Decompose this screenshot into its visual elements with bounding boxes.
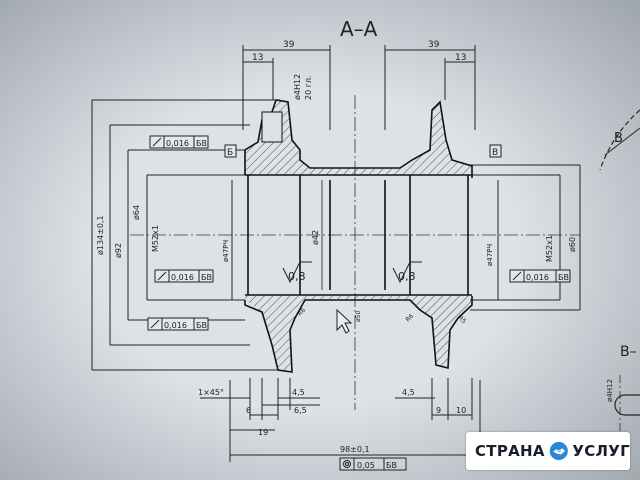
view-b-label: B	[614, 131, 623, 146]
dim-chamfer: 1×45°	[198, 388, 224, 397]
datum-right: В	[492, 148, 498, 158]
dim-right-inner: 13	[455, 53, 466, 63]
roughness-right: 0,8	[398, 270, 416, 283]
dim-left-outer: 39	[283, 40, 295, 50]
svg-text:БВ: БВ	[201, 273, 212, 282]
handshake-icon	[549, 441, 568, 461]
dim-od-60: ø60	[568, 237, 577, 252]
datum-left: Б	[227, 148, 233, 158]
watermark-badge: СТРАНА УСЛУГ	[466, 432, 630, 470]
svg-text:0,016: 0,016	[164, 321, 187, 330]
radius-1: R6	[296, 307, 307, 318]
hole-note-2: 20 гл.	[304, 75, 313, 100]
tolerance-frame-3: 0,016 БВ	[147, 317, 209, 331]
svg-text:0,016: 0,016	[526, 273, 549, 282]
dim-thread-left: M52х1	[151, 225, 160, 252]
dim-9: 9	[436, 406, 441, 415]
radius-2: R6	[404, 313, 415, 324]
dim-left-inner: 13	[252, 53, 263, 63]
right-hole-note: ø4H12	[606, 379, 614, 402]
svg-text:БВ: БВ	[386, 461, 397, 470]
dim-4-5-left: 4,5	[292, 388, 305, 397]
dim-6-5: 6,5	[294, 406, 307, 415]
dim-4-5-right: 4,5	[402, 388, 415, 397]
svg-text:0,016: 0,016	[166, 139, 189, 148]
roughness-left: 0,8	[288, 270, 306, 283]
dim-10: 10	[456, 406, 466, 415]
tolerance-frame-1: 0,016 БВ	[149, 135, 209, 149]
dim-thread-right: M52х1	[545, 235, 554, 262]
dim-bore-left: ø47РЧ	[222, 240, 230, 262]
dim-19: 19	[258, 428, 268, 437]
view-b2-label: B–	[620, 344, 637, 360]
watermark-word-right: УСЛУГ	[572, 442, 630, 460]
dim-6: 6	[246, 406, 251, 415]
bottom-tolerance-frame: 0,05 БВ	[339, 457, 407, 471]
dim-od-64: ø64	[132, 205, 141, 220]
dim-98: 98±0,1	[340, 445, 370, 454]
dim-right-outer: 39	[428, 40, 440, 50]
watermark-word-left: СТРАНА	[475, 442, 545, 460]
dim-od-134: ø134±0,1	[96, 215, 105, 255]
svg-text:БВ: БВ	[196, 321, 207, 330]
radius-3: R5	[457, 314, 468, 325]
section-title: A–A	[340, 17, 378, 41]
svg-text:0,016: 0,016	[171, 273, 194, 282]
hole-note-1: ø4H12	[293, 74, 302, 100]
tolerance-frame-2: 0,016 БВ	[154, 269, 214, 283]
tolerance-frame-4: 0,016 БВ	[509, 269, 571, 283]
dim-50: ø50	[355, 311, 362, 322]
dim-od-92: ø92	[114, 243, 123, 258]
svg-text:БВ: БВ	[196, 139, 207, 148]
dim-bore-right: ø47РЧ	[486, 244, 494, 266]
dim-center-42: ø42	[311, 230, 320, 245]
mouse-cursor-icon	[336, 308, 353, 334]
svg-text:БВ: БВ	[558, 273, 569, 282]
svg-text:0,05: 0,05	[357, 461, 375, 470]
